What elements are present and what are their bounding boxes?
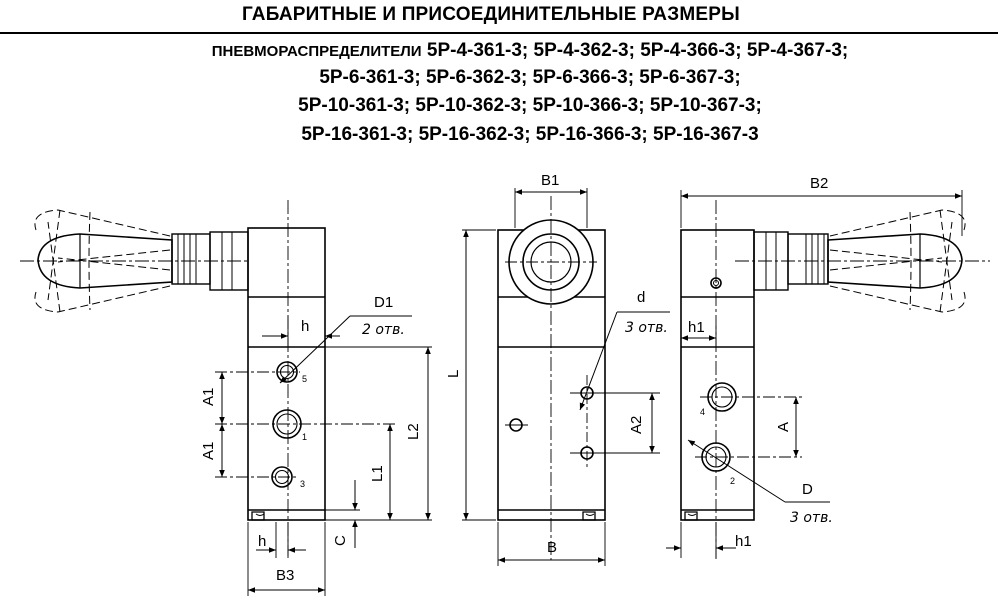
label-d1-note: 2 отв. — [362, 322, 405, 338]
label-d-right-note: 3 отв. — [790, 510, 833, 526]
label-port-2: 2 — [730, 476, 735, 486]
label-a2: A2 — [628, 416, 645, 434]
label-l1: L1 — [369, 465, 386, 482]
label-b2: B2 — [810, 175, 828, 192]
label-a: A — [775, 422, 792, 432]
label-port-3: 3 — [300, 479, 305, 489]
label-d: d — [637, 289, 645, 306]
label-h-top: h — [301, 318, 309, 335]
left-port-5 — [276, 361, 298, 383]
left-valve-body — [247, 227, 326, 521]
label-l: L — [445, 370, 462, 378]
label-a1-bottom: A1 — [200, 442, 217, 460]
left-handle-knob — [37, 233, 173, 289]
models-line-2: 5Р-6-361-3; 5Р-6-362-3; 5Р-6-366-3; 5Р-6… — [319, 67, 741, 88]
header: ГАБАРИТНЫЕ И ПРИСОЕДИНИТЕЛЬНЫЕ РАЗМЕРЫ П… — [0, 0, 998, 148]
label-port-5: 5 — [302, 374, 307, 384]
models-line-4: 5Р-16-361-3; 5Р-16-362-3; 5Р-16-366-3; 5… — [301, 124, 759, 145]
label-d1: D1 — [374, 294, 393, 311]
label-h1-top: h1 — [688, 319, 705, 336]
label-b3: B3 — [276, 567, 294, 584]
label-h1-bottom: h1 — [735, 533, 752, 550]
label-port-1: 1 — [302, 432, 307, 442]
models-line-1: ПНЕВМОРАСПРЕДЕЛИТЕЛИ 5Р-4-361-3; 5Р-4-36… — [0, 40, 998, 62]
right-valve-body — [680, 229, 755, 521]
label-b1: B1 — [541, 172, 559, 189]
label-l2: L2 — [405, 423, 422, 440]
left-view — [20, 200, 432, 596]
label-d-note: 3 отв. — [625, 320, 668, 336]
label-d-right: D — [802, 481, 813, 498]
center-view — [462, 188, 670, 566]
right-view — [666, 190, 990, 560]
label-b: B — [547, 539, 557, 556]
title-underline — [0, 32, 998, 34]
models-prefix: ПНЕВМОРАСПРЕДЕЛИТЕЛИ — [211, 43, 422, 60]
label-port-4: 4 — [700, 407, 705, 417]
label-h-bottom: h — [258, 533, 266, 550]
label-c: C — [332, 535, 349, 546]
label-a1-top: A1 — [200, 388, 217, 406]
right-handle-knob — [827, 233, 963, 289]
models-line-3: 5Р-10-361-3; 5Р-10-362-3; 5Р-10-366-3; 5… — [298, 95, 762, 116]
page-title: ГАБАРИТНЫЕ И ПРИСОЕДИНИТЕЛЬНЫЕ РАЗМЕРЫ — [242, 4, 740, 25]
models-line-1-text: 5Р-4-361-3; 5Р-4-362-3; 5Р-4-366-3; 5Р-4… — [426, 40, 849, 61]
